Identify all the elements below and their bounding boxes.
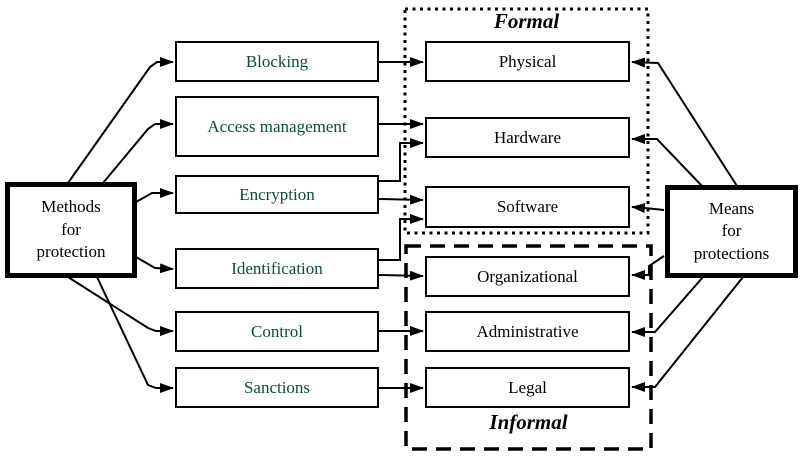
edge-hub-control [67,276,174,336]
edge-hub-encryption [135,188,174,203]
edge-hub-sanctions [96,276,174,393]
means-hub-line: protections [693,243,770,263]
node-means-for-protections: Means for protections [665,185,798,278]
formal-group-label: Formal [493,9,560,33]
means-hub-line: for [721,221,742,241]
edge-meanshub-software [631,203,665,213]
methods-hub-line: protection [36,242,106,262]
node-physical: Physical [425,41,630,82]
edge-meanshub-organizational [631,255,665,280]
informal-group-label: Informal [489,410,568,434]
edge-hub-identification [135,256,174,274]
edge-meanshub-legal [631,276,744,392]
node-administrative: Administrative [425,311,630,352]
edge-meanshub-hardware [631,134,703,187]
edge-hub-access [102,119,174,184]
node-legal: Legal [425,367,630,408]
node-sanctions: Sanctions [175,367,379,408]
node-organizational: Organizational [425,256,630,297]
node-access-management: Access management [175,96,379,157]
node-hardware: Hardware [425,117,630,158]
methods-hub-line: Methods [41,197,101,217]
formal-group-border [403,7,650,235]
node-identification: Identification [175,248,379,289]
means-hub-line: Means [708,198,755,218]
node-encryption: Encryption [175,175,379,214]
node-blocking: Blocking [175,41,379,82]
node-software: Software [425,186,630,228]
node-control: Control [175,311,379,352]
edge-meanshub-administrative [631,276,704,337]
edge-encryption-hardware [379,138,424,182]
informal-group-border [404,244,653,451]
edge-identification-organizational [378,270,424,281]
edges [67,57,744,393]
edge-meanshub-physical [631,57,738,187]
node-methods-for-protection: Methods for protection [5,182,137,278]
edge-hub-blocking [67,57,174,184]
edge-identification-software [379,214,424,261]
methods-hub-line: for [61,219,81,239]
edge-encryption-software [378,194,424,205]
